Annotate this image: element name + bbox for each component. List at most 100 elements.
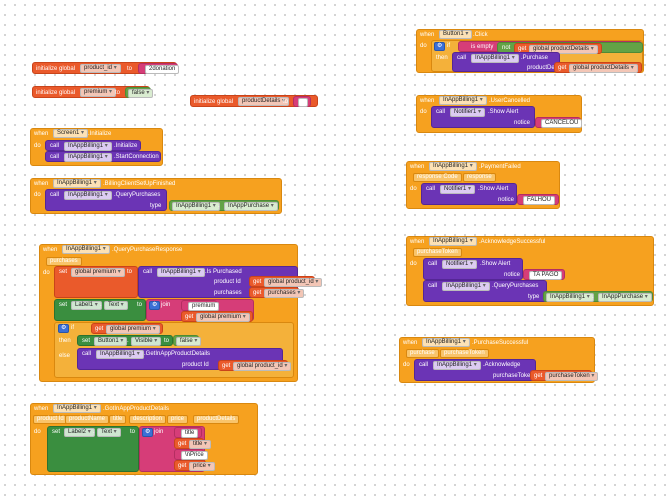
variable-selector[interactable]: global premium <box>106 325 160 334</box>
component-selector[interactable]: InAppBilling1 <box>64 191 112 200</box>
param-purchases[interactable]: purchases <box>46 257 82 266</box>
global-product-id-block[interactable]: initialize global product_id to 2donatio… <box>32 62 180 74</box>
text-block[interactable]: TA PAGO <box>523 269 565 280</box>
inapp-purchase-type-block[interactable]: InAppBilling1 . InAppPurchase <box>169 200 279 211</box>
set-label2-text[interactable]: set Label2 . Text to <box>47 426 139 472</box>
param-product-details[interactable]: productDetails <box>193 415 240 424</box>
component-selector[interactable]: InAppBilling1 <box>53 404 101 413</box>
component-selector[interactable]: InAppBilling1 <box>64 142 112 151</box>
initialize-call[interactable]: call InAppBilling1 .Initialize <box>45 140 141 151</box>
global-premium-block[interactable]: initialize global premium to false <box>32 86 154 98</box>
text-value[interactable]: FALHOU <box>523 196 556 205</box>
component-selector[interactable]: InAppBilling1 <box>422 338 470 347</box>
variable-selector[interactable]: global premium <box>196 313 250 322</box>
variable-selector[interactable]: global productDetails <box>569 64 638 73</box>
gear-icon[interactable]: ⚙ <box>142 428 154 437</box>
param-title[interactable]: title <box>109 415 127 424</box>
param-product-name[interactable]: productName <box>65 415 110 424</box>
param-response-code[interactable]: response Code <box>413 173 462 182</box>
get-global-premium[interactable]: get global premium <box>181 311 253 322</box>
component-selector[interactable]: InAppBilling1 <box>429 162 477 171</box>
gear-icon[interactable]: ⚙ <box>149 301 161 310</box>
purchase-successful-event[interactable]: when InAppBilling1 .PurchaseSuccessful p… <box>399 337 599 383</box>
text-value[interactable]: premium <box>188 302 220 311</box>
variable-selector[interactable]: global product_id <box>233 362 292 371</box>
component-selector[interactable]: Notifier1 <box>440 185 476 194</box>
text-value[interactable]: \nPrice <box>181 451 208 460</box>
get-product-details-call[interactable]: call InAppBilling1 .GetInAppProductDetai… <box>77 348 292 371</box>
start-connection-call[interactable]: call InAppBilling1 .StartConnection <box>45 151 161 162</box>
variable-selector[interactable]: purchases <box>264 289 305 298</box>
component-selector[interactable]: Label1 <box>71 301 102 310</box>
param-price[interactable]: price <box>167 415 189 424</box>
if-block[interactable]: ⚙ if is empty not get global productDeta… <box>431 40 643 73</box>
get-product-id[interactable]: get global product_id <box>218 360 292 371</box>
join-block[interactable]: ⚙ join premium get global premium <box>146 299 254 322</box>
empty-text-block[interactable] <box>293 96 311 107</box>
param-purchase-token[interactable]: purchaseToken <box>413 248 462 257</box>
text-value[interactable]: CANCELOU <box>541 119 583 128</box>
boolean-block[interactable]: false <box>173 335 202 346</box>
boolean-block[interactable]: false <box>125 87 154 98</box>
param-description[interactable]: description <box>129 415 167 424</box>
got-product-details-event[interactable]: when InAppBilling1 .GotInAppProductDetai… <box>30 403 258 475</box>
boolean-value[interactable]: false <box>128 89 154 98</box>
component-selector[interactable]: InAppBilling1 <box>62 245 110 254</box>
type-selector[interactable]: InAppPurchase <box>224 202 278 211</box>
component-selector[interactable]: InAppBilling1 <box>471 54 519 63</box>
component-selector[interactable]: Notifier1 <box>442 260 478 269</box>
variable-selector[interactable]: global premium <box>71 268 125 277</box>
global-name-field[interactable]: productDetails <box>238 97 290 106</box>
show-alert-call[interactable]: call Notifier1 .Show Alert notice <box>421 183 517 205</box>
property-selector[interactable]: Visible <box>131 337 162 346</box>
text-block[interactable]: \nPrice <box>174 449 208 460</box>
property-selector[interactable]: Text <box>97 428 121 437</box>
component-selector[interactable]: InAppBilling1 <box>429 237 477 246</box>
billing-setup-finished-event[interactable]: when InAppBilling1 .BillingClientSetUpFi… <box>30 178 282 214</box>
variable-selector[interactable]: title <box>189 440 212 449</box>
text-block[interactable]: title <box>174 427 202 438</box>
query-purchases-call[interactable]: call InAppBilling1 .QueryPurchases type <box>423 280 547 302</box>
text-value[interactable] <box>298 98 308 107</box>
get-purchases[interactable]: get purchases <box>249 287 305 298</box>
user-cancelled-event[interactable]: when InAppBilling1 .UserCancelled do cal… <box>416 95 583 133</box>
component-selector[interactable]: InAppBilling1 <box>53 179 101 188</box>
component-selector[interactable]: InAppBilling1 <box>96 350 144 359</box>
variable-selector[interactable]: purchaseToken <box>545 372 599 381</box>
component-selector[interactable]: InAppBilling1 <box>546 293 594 302</box>
component-selector[interactable]: InAppBilling1 <box>172 202 220 211</box>
show-alert-call[interactable]: call Notifier1 .Show Alert notice <box>431 106 535 128</box>
global-name-field[interactable]: premium <box>80 88 117 97</box>
component-selector[interactable]: InAppBilling1 <box>433 361 481 370</box>
query-purchases-call[interactable]: call InAppBilling1 .QueryPurchases type <box>45 189 167 211</box>
type-selector[interactable]: InAppPurchase <box>598 293 652 302</box>
get-title[interactable]: get title <box>174 438 212 449</box>
variable-selector[interactable]: global productDetails <box>529 45 598 54</box>
get-purchase-token[interactable]: get purchaseToken <box>530 370 599 381</box>
join-block[interactable]: ⚙ join title get title \nPrice get price <box>139 426 215 472</box>
set-button1-visible[interactable]: set Button1 . Visible to <box>77 335 173 346</box>
boolean-value[interactable]: false <box>176 337 202 346</box>
payment-failed-event[interactable]: when InAppBilling1 .PaymentFailed respon… <box>406 161 560 209</box>
component-selector[interactable]: Notifier1 <box>450 108 486 117</box>
component-selector[interactable]: InAppBilling1 <box>439 96 487 105</box>
param-purchase-token[interactable]: purchaseToken <box>440 349 489 358</box>
text-value[interactable]: 2donation <box>145 65 180 74</box>
acknowledge-call[interactable]: call InAppBilling1 .Acknowledge purchase… <box>414 359 536 381</box>
button1-click-event[interactable]: when Button1 .Click do ⚙ if is empty not… <box>416 29 644 73</box>
text-block[interactable]: CANCELOU <box>535 117 583 128</box>
global-name-field[interactable]: product_id <box>80 64 121 73</box>
variable-selector[interactable]: price <box>189 462 215 471</box>
text-value[interactable]: TA PAGO <box>529 271 563 280</box>
set-label1-text[interactable]: set Label1 . Text to <box>54 299 146 321</box>
if-then-else-block[interactable]: ⚙ if get global premium then set Button1… <box>54 322 294 378</box>
param-purchase[interactable]: purchase <box>406 349 439 358</box>
gear-icon[interactable]: ⚙ <box>58 324 70 333</box>
get-global-productdetails[interactable]: get global productDetails <box>554 62 642 73</box>
text-block[interactable]: FALHOU <box>517 194 559 205</box>
param-product-id[interactable]: product Id <box>33 415 68 424</box>
component-selector[interactable]: InAppBilling1 <box>157 268 205 277</box>
is-empty-block[interactable]: is empty not get global productDetails <box>458 41 643 54</box>
component-selector[interactable]: Button1 <box>439 30 473 39</box>
text-value[interactable]: title <box>181 429 199 438</box>
